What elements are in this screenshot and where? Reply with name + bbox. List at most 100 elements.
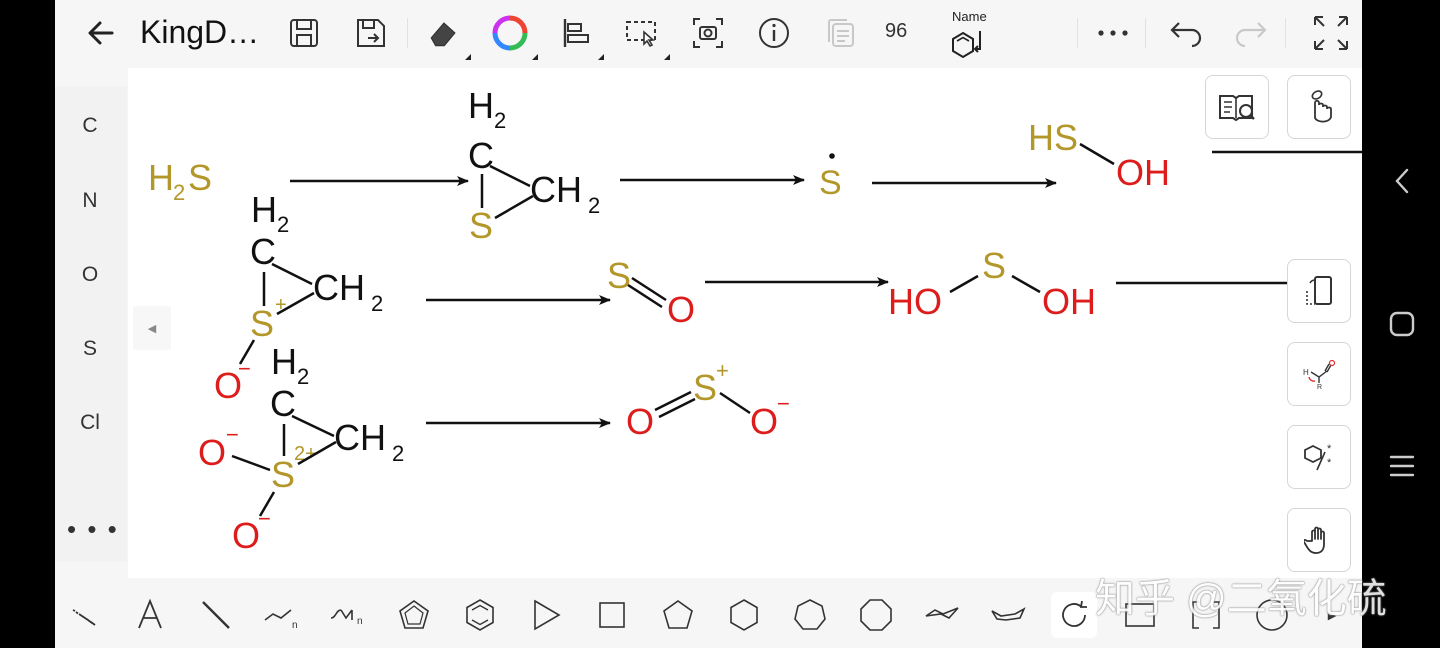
hexagon-ring-tool[interactable] [721, 592, 767, 638]
bond [297, 440, 337, 466]
color-picker-button[interactable] [486, 8, 538, 60]
toolbar-divider [407, 18, 408, 48]
r3-o-left-charge: − [226, 422, 239, 447]
reaction-scheme: H 2 S H 2 C CH 2 S S [148, 85, 1362, 556]
single-bond-icon [202, 601, 230, 629]
boat-cyclohexane-tool[interactable] [985, 592, 1031, 638]
back-button[interactable] [77, 8, 125, 58]
circle-tool[interactable] [1249, 592, 1295, 638]
svg-text:*: * [1327, 443, 1332, 455]
element-chlorine[interactable]: Cl [80, 411, 100, 434]
h2s-molecule[interactable]: H 2 S [148, 157, 212, 205]
pan-hand-button[interactable] [1287, 508, 1351, 572]
sulfoxylic-acid-molecule[interactable]: HO S OH [888, 245, 1096, 322]
more-options-button[interactable] [1089, 8, 1137, 58]
top-toolbar: KingD… [55, 0, 1362, 66]
triangle-ring-tool[interactable] [523, 592, 569, 638]
text-tool-icon [138, 598, 162, 629]
element-oxygen[interactable]: O [81, 263, 99, 286]
sulfur-dioxide-ion-molecule[interactable]: O S + O − [626, 358, 790, 442]
save-button[interactable] [280, 8, 328, 58]
system-nav-bar [1362, 0, 1440, 648]
polymer-tool[interactable]: n [325, 592, 371, 638]
ring-template-button[interactable]: ** [1287, 425, 1351, 489]
pentagon-ring-tool[interactable] [655, 592, 701, 638]
arrow-left-icon [88, 21, 114, 45]
zoom-level[interactable]: 96 [885, 20, 908, 42]
document-title[interactable]: KingD… [140, 14, 260, 50]
svg-text:*: * [1327, 457, 1332, 469]
bond [949, 274, 979, 294]
polymer-n-icon: n [330, 609, 363, 627]
sulfur-radical[interactable]: S [819, 153, 842, 202]
drawing-canvas[interactable]: H 2 S H 2 C CH 2 S S [128, 68, 1362, 578]
redo-button[interactable] [1227, 8, 1275, 58]
thiirane-s: S [469, 205, 493, 246]
search-structure-button[interactable] [1205, 75, 1269, 139]
square-ring-tool[interactable] [589, 592, 635, 638]
hos-oh: OH [1042, 281, 1096, 322]
rotate-arc-tool[interactable] [1051, 592, 1097, 638]
chain-n-icon: n [264, 609, 298, 631]
hsoh-molecule[interactable]: HS OH [1028, 117, 1170, 193]
rotate-screen-button[interactable] [1287, 259, 1351, 323]
bond [494, 194, 534, 220]
single-bond-tool[interactable] [193, 592, 239, 638]
radical-dot [829, 153, 835, 159]
element-carbon[interactable]: C [82, 114, 98, 137]
octagon-ring-tool[interactable] [853, 592, 899, 638]
undo-button[interactable] [1162, 8, 1210, 58]
chevron-left-icon [1395, 168, 1409, 194]
hexagon-icon [730, 599, 758, 631]
thiiranium-dioxide-molecule[interactable]: H 2 C CH 2 S 2+ O − O − [198, 341, 404, 556]
benzene-tool[interactable] [457, 592, 503, 638]
thiiranium-oxide-molecule[interactable]: H 2 C CH 2 S + O − [214, 189, 383, 406]
collapse-panel-button[interactable]: ◀ [133, 306, 171, 350]
thiirane-ch2-subscript: 2 [588, 193, 600, 218]
more-elements-button[interactable]: • • • [67, 514, 119, 544]
text-tool[interactable] [127, 592, 173, 638]
copy-button[interactable] [816, 8, 864, 58]
nav-back-button[interactable] [1382, 161, 1422, 201]
bond [276, 291, 315, 316]
hsoh-hs: HS [1028, 117, 1078, 158]
chain-tool[interactable]: n [259, 592, 305, 638]
heptagon-ring-tool[interactable] [787, 592, 833, 638]
element-nitrogen[interactable]: N [82, 189, 98, 212]
copy-icon [828, 19, 854, 47]
eraser-button[interactable] [419, 8, 471, 60]
r2-h-subscript: 2 [277, 212, 289, 237]
r3-o-left: O [198, 432, 226, 473]
structure-to-name-button[interactable] [943, 18, 991, 68]
chain-bond-tool[interactable] [61, 592, 107, 638]
bracket-tool[interactable] [1183, 592, 1229, 638]
touch-mode-button[interactable] [1287, 75, 1351, 139]
hos-ho: HO [888, 281, 942, 322]
hos-s: S [982, 245, 1006, 286]
svg-text:R: R [1317, 384, 1322, 391]
toolbar-scroll-right[interactable]: ▶ [1317, 592, 1347, 638]
element-sulfur[interactable]: S [82, 337, 97, 360]
nav-home-button[interactable] [1382, 304, 1422, 344]
select-button[interactable] [618, 8, 670, 60]
rectangle-tool[interactable] [1117, 592, 1163, 638]
info-button[interactable] [750, 8, 798, 58]
element-panel: C N O S Cl [55, 86, 127, 562]
h2s-h: H [148, 157, 174, 198]
nav-recents-button[interactable] [1382, 446, 1422, 486]
name-label: Name [952, 9, 987, 24]
chair-cyclohexane-tool[interactable] [919, 592, 965, 638]
align-button[interactable] [552, 8, 604, 60]
sulfur-monoxide-molecule[interactable]: S O [607, 255, 695, 330]
save-as-button[interactable] [347, 8, 395, 58]
r2-s: S [250, 303, 274, 344]
app-window: KingD… [55, 0, 1362, 648]
cyclopentadiene-tool[interactable] [391, 592, 437, 638]
thiirane-molecule[interactable]: H 2 C CH 2 S [468, 85, 600, 246]
r3-c: C [270, 383, 296, 424]
so2-o-minus: O [750, 401, 778, 442]
screenshot-button[interactable] [684, 8, 732, 58]
color-wheel-icon [492, 15, 528, 51]
fullscreen-button[interactable] [1307, 8, 1355, 58]
